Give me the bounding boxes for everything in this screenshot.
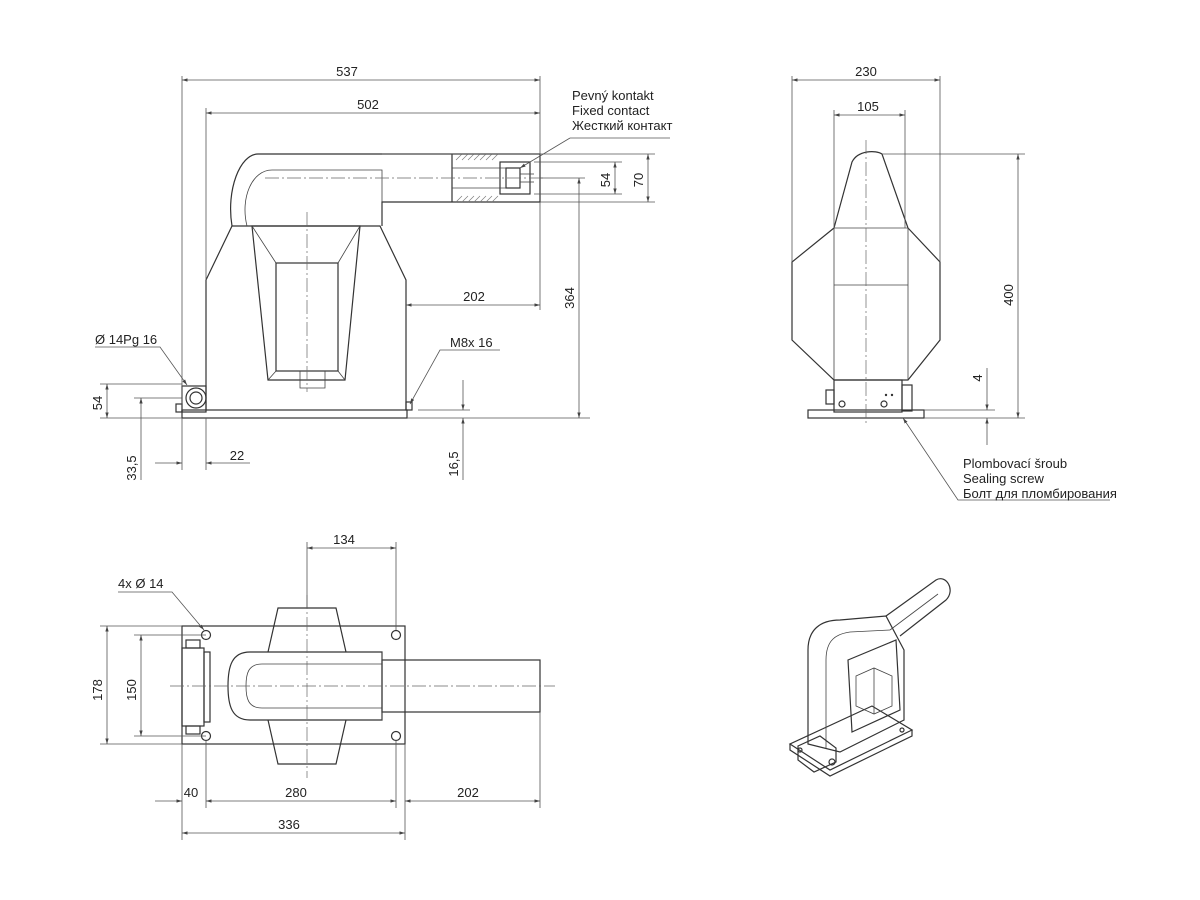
dim-side-overall-width: 230 xyxy=(855,64,877,79)
label-sealing-cz: Plombovací šroub xyxy=(963,456,1067,471)
front-arm xyxy=(230,153,541,227)
dim-side-height: 400 xyxy=(1001,284,1016,306)
dim-top-hole-spacing-depth: 150 xyxy=(124,679,139,701)
iso-terminal-box xyxy=(797,735,837,773)
side-view xyxy=(791,140,941,425)
mount-hole-2 xyxy=(390,629,402,641)
label-gland: Ø 14Pg 16 xyxy=(95,332,157,347)
iso-body xyxy=(807,615,905,753)
iso-window xyxy=(847,639,901,733)
front-base-plate xyxy=(181,409,408,419)
dim-plate-thickness: 16,5 xyxy=(446,451,461,476)
label-mount-holes: 4x Ø 14 xyxy=(118,576,164,591)
top-view xyxy=(170,595,555,778)
front-body xyxy=(205,225,407,410)
dim-top-hole-spacing-length: 280 xyxy=(285,785,307,800)
label-sealing-ru: Болт для пломбирования xyxy=(963,486,1117,501)
front-dimensions xyxy=(95,76,670,480)
side-head xyxy=(833,151,909,229)
isometric-view xyxy=(788,578,951,777)
top-base-plate xyxy=(181,625,406,745)
dim-top-arm-extension: 202 xyxy=(457,785,479,800)
label-sealing-en: Sealing screw xyxy=(963,471,1045,486)
dim-terminal-box-depth: 22 xyxy=(230,448,244,463)
label-contact-en: Fixed contact xyxy=(572,103,650,118)
dim-front-arm-extension: 202 xyxy=(463,289,485,304)
dim-top-outer-depth: 178 xyxy=(90,679,105,701)
dim-top-head-width: 134 xyxy=(333,532,355,547)
front-window-frame xyxy=(251,225,361,381)
side-dimensions xyxy=(791,76,1110,501)
top-terminal-box xyxy=(181,647,205,727)
dim-side-head-width: 105 xyxy=(857,99,879,114)
dim-contact-inner: 54 xyxy=(598,173,613,187)
terminal-box xyxy=(175,385,207,413)
top-dimensions xyxy=(100,542,541,840)
earth-screw xyxy=(405,401,413,411)
label-contact-cz: Pevný kontakt xyxy=(572,88,654,103)
label-contact-ru: Жесткий контакт xyxy=(572,118,672,133)
dim-front-height: 364 xyxy=(562,287,577,309)
front-section-hatch xyxy=(455,153,499,203)
label-earth-screw: M8x 16 xyxy=(450,335,493,350)
top-head-lower xyxy=(267,719,347,765)
dim-front-overall-width: 537 xyxy=(336,64,358,79)
dim-contact-outer: 70 xyxy=(631,173,646,187)
mount-hole-4 xyxy=(390,730,402,742)
iso-arm xyxy=(885,578,951,637)
dim-side-plate: 4 xyxy=(970,374,985,381)
dim-top-plate-length: 336 xyxy=(278,817,300,832)
dim-terminal-box-height: 54 xyxy=(90,396,105,410)
dim-terminal-box-offset: 33,5 xyxy=(124,455,139,480)
front-view xyxy=(175,153,545,419)
dim-top-terminal-offset: 40 xyxy=(184,785,198,800)
dim-front-body-width: 502 xyxy=(357,97,379,112)
